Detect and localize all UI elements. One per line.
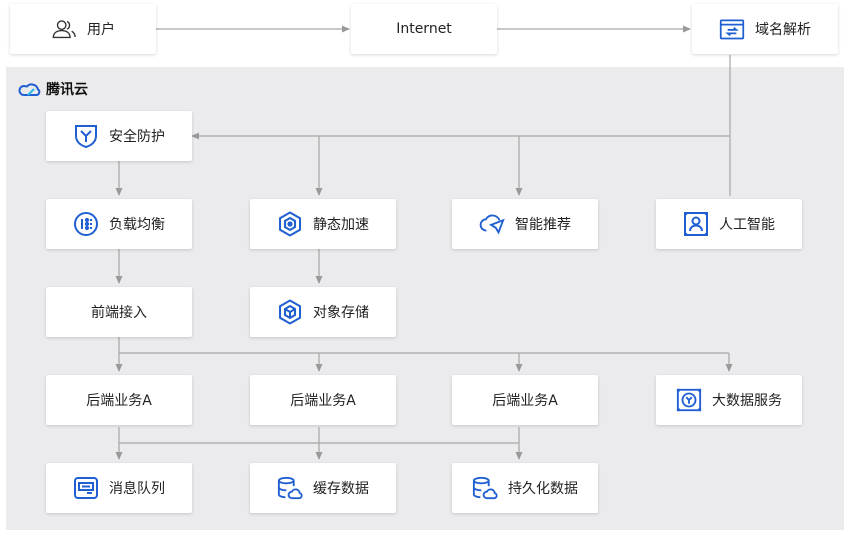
node-label: 域名解析: [755, 22, 811, 38]
cdn-icon: [277, 211, 303, 237]
node-backend-1: 后端业务A: [46, 375, 192, 425]
cloud-send-icon: [479, 211, 505, 237]
node-label: 人工智能: [719, 217, 775, 233]
node-label: 后端业务A: [86, 393, 152, 409]
node-label: 持久化数据: [508, 481, 578, 497]
node-label: 前端接入: [91, 305, 147, 321]
node-bigdata: 大数据服务: [656, 375, 802, 425]
brand-label: 腾讯云: [46, 82, 88, 98]
node-ai: 人工智能: [656, 199, 802, 249]
node-backend-3: 后端业务A: [452, 375, 598, 425]
node-label: 静态加速: [313, 217, 369, 233]
tencent-cloud-brand: 腾讯云: [18, 79, 88, 99]
node-label: 消息队列: [109, 481, 165, 497]
node-label: 用户: [87, 22, 115, 38]
message-queue-icon: [73, 475, 99, 501]
node-user: 用户: [10, 4, 156, 54]
cube-storage-icon: [277, 299, 303, 325]
node-label: 对象存储: [313, 305, 369, 321]
node-label: 大数据服务: [712, 393, 782, 409]
node-label: 负载均衡: [109, 217, 165, 233]
node-label: Internet: [396, 21, 452, 37]
node-label: 后端业务A: [492, 393, 558, 409]
node-label: 后端业务A: [290, 393, 356, 409]
node-message-queue: 消息队列: [46, 463, 192, 513]
node-label: 缓存数据: [313, 481, 369, 497]
node-object-storage: 对象存储: [250, 287, 396, 337]
node-cache: 缓存数据: [250, 463, 396, 513]
node-frontend-access: 前端接入: [46, 287, 192, 337]
node-backend-2: 后端业务A: [250, 375, 396, 425]
node-smart-recommend: 智能推荐: [452, 199, 598, 249]
node-security: 安全防护: [46, 111, 192, 161]
database-cloud-icon: [277, 475, 303, 501]
node-dns: 域名解析: [692, 4, 838, 54]
user-group-icon: [51, 16, 77, 42]
node-load-balance: 负载均衡: [46, 199, 192, 249]
database-cloud-icon: [472, 475, 498, 501]
node-internet: Internet: [351, 4, 497, 54]
load-balancer-icon: [73, 211, 99, 237]
ai-face-icon: [683, 211, 709, 237]
tencent-cloud-logo: [18, 83, 41, 96]
node-persistent: 持久化数据: [452, 463, 598, 513]
node-label: 安全防护: [109, 129, 165, 145]
node-static-accel: 静态加速: [250, 199, 396, 249]
shield-icon: [73, 123, 99, 149]
node-label: 智能推荐: [515, 217, 571, 233]
dns-icon: [719, 16, 745, 42]
bigdata-icon: [676, 387, 702, 413]
